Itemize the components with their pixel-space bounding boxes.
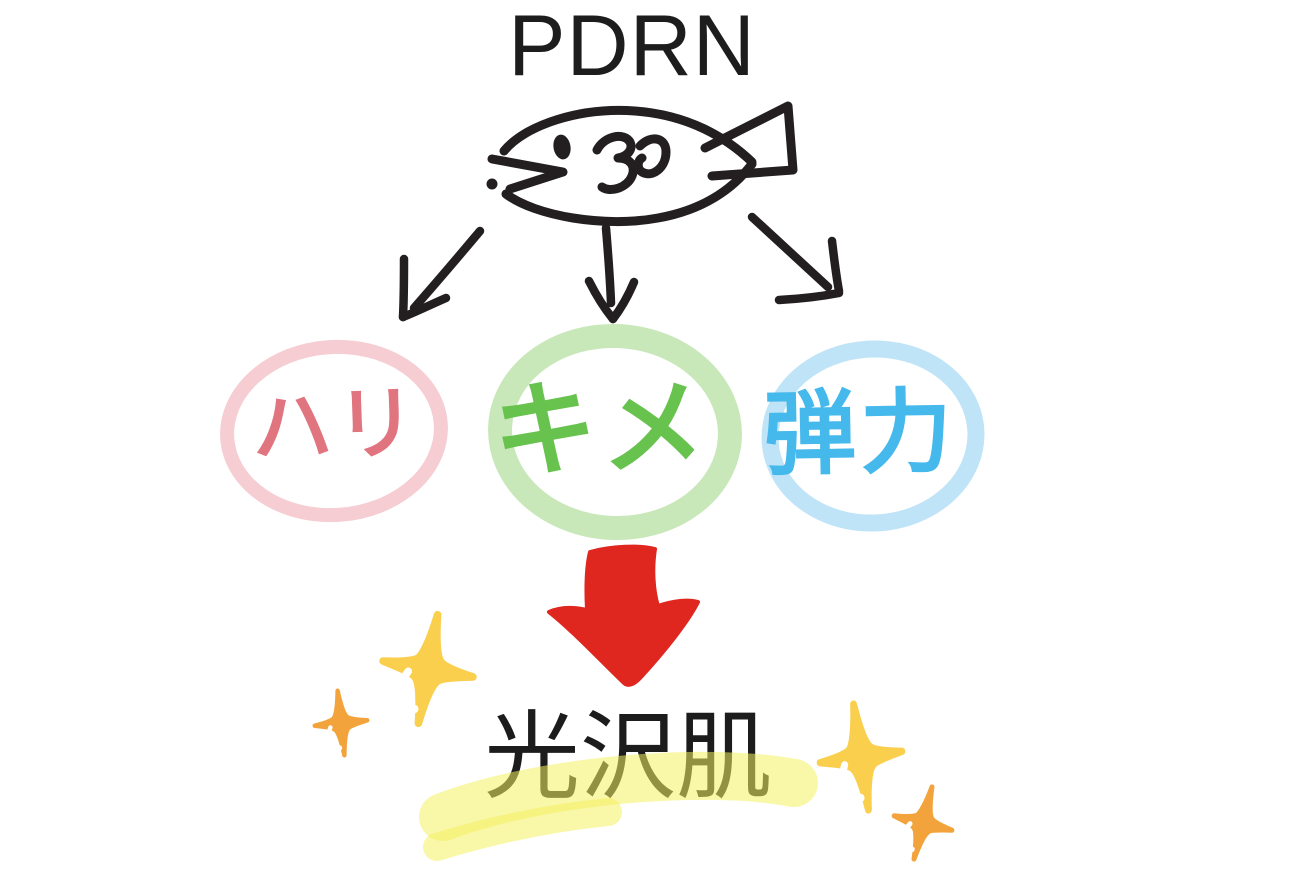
benefit-label-kime: キメ (491, 370, 711, 490)
diagram-title: PDRN (508, 0, 756, 94)
down-right-arrow-icon (747, 212, 844, 305)
sparkle-icon (885, 780, 961, 866)
result-label: 光沢肌 (484, 704, 772, 811)
down-left-arrow-icon (398, 226, 485, 322)
benefit-circle-pink (220, 339, 448, 523)
benefit-circle-blue (761, 340, 985, 532)
benefit-label-danryoku: 弾力 (763, 381, 957, 487)
fish-icon (486, 101, 798, 227)
down-arrow-icon (584, 223, 639, 324)
red-down-arrow-icon (547, 544, 700, 687)
benefit-label-hari: ハリ (250, 378, 422, 473)
sparkle-icon (813, 698, 910, 815)
sparkle-icon (311, 688, 370, 758)
benefit-circle-green (488, 323, 742, 541)
sparkle-icon (374, 607, 483, 731)
